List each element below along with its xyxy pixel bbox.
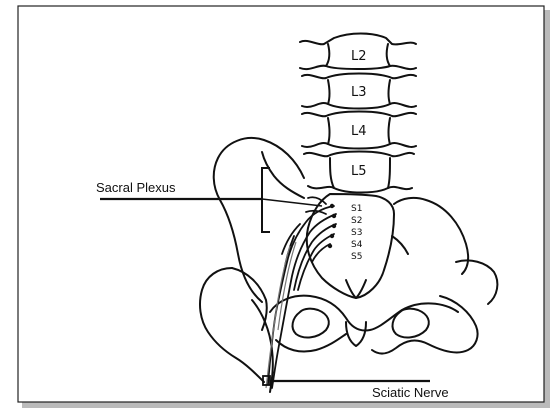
label-s2: S2 [351, 216, 362, 226]
label-s5: S5 [351, 252, 362, 262]
label-l3: L3 [351, 85, 367, 100]
label-s1: S1 [351, 204, 362, 214]
label-l4: L4 [351, 124, 367, 139]
label-l5: L5 [351, 164, 367, 179]
label-s4: S4 [351, 240, 363, 250]
label-s3: S3 [351, 228, 362, 238]
label-l2: L2 [351, 49, 367, 64]
frame-border [18, 6, 544, 402]
sacral-plexus-label: Sacral Plexus [96, 180, 176, 195]
sciatic-nerve-label: Sciatic Nerve [372, 385, 449, 400]
